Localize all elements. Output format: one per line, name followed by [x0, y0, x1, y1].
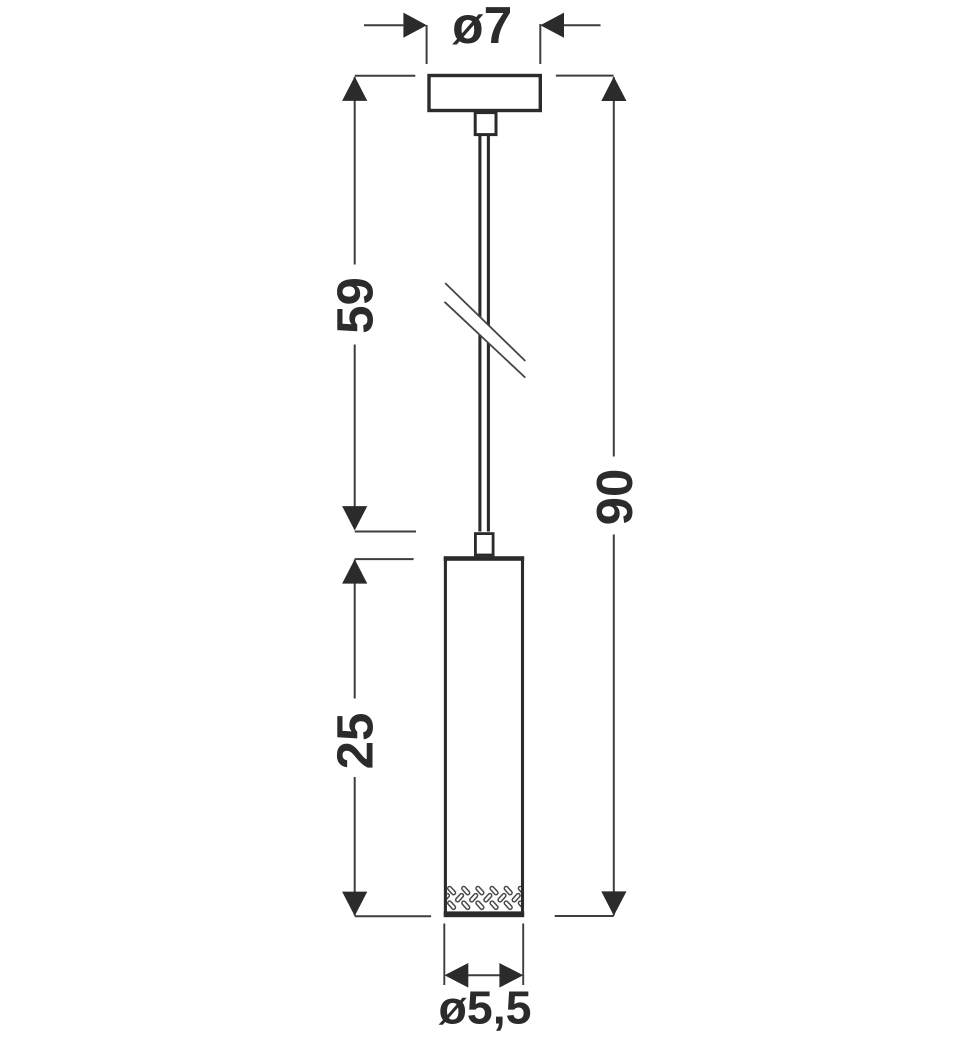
svg-text:ø5,5: ø5,5: [438, 981, 531, 1033]
svg-text:59: 59: [326, 277, 383, 334]
svg-text:ø7: ø7: [452, 0, 512, 54]
svg-text:25: 25: [327, 713, 384, 770]
svg-text:90: 90: [586, 469, 643, 526]
